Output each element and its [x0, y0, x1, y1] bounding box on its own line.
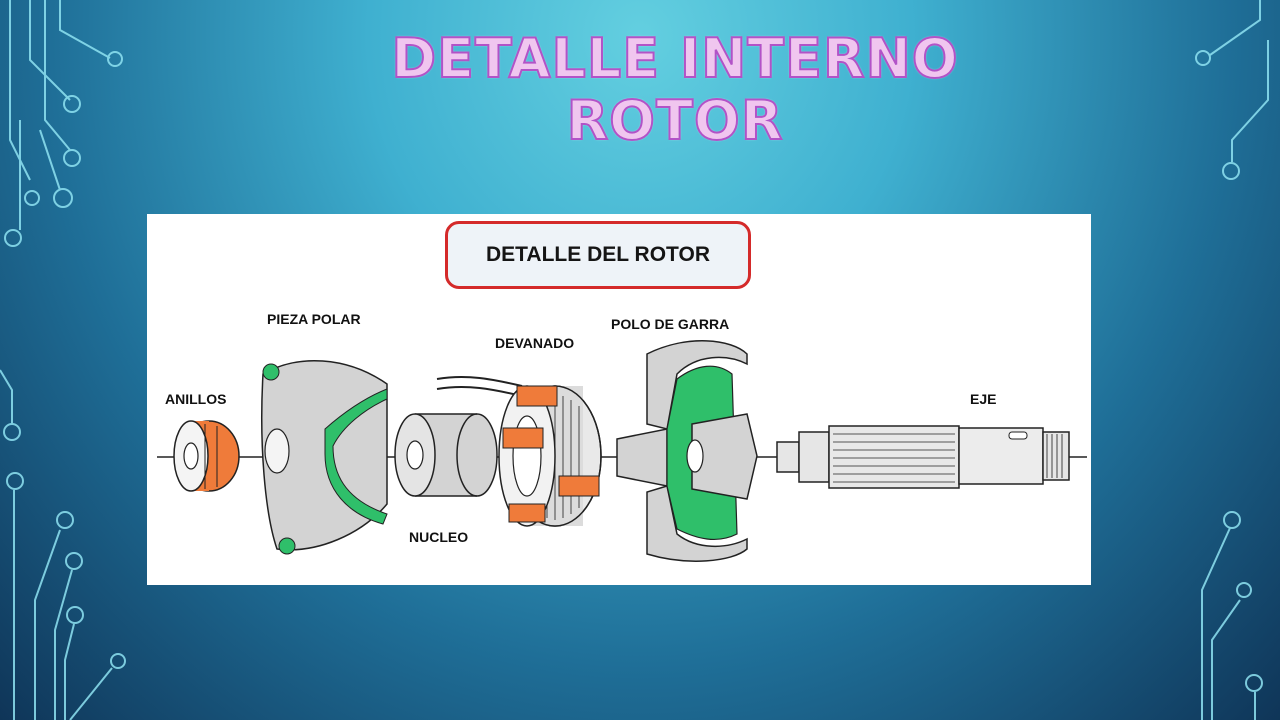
rotor-diagram: DETALLE DEL ROTOR ANILLOS PIEZA POLAR NU… — [147, 214, 1091, 585]
shaft-part — [776, 425, 1070, 489]
rotor-parts-drawing — [157, 340, 1087, 562]
slide-title: DETALLE INTERNO ROTOR — [340, 27, 1010, 153]
slide-title-line2: ROTOR — [566, 89, 784, 153]
label-eje: EJE — [970, 391, 997, 407]
label-polo-de-garra: POLO DE GARRA — [611, 316, 730, 332]
label-pieza-polar: PIEZA POLAR — [267, 311, 361, 327]
label-nucleo: NUCLEO — [409, 529, 469, 545]
circuit-decoration-right — [1195, 0, 1269, 720]
label-anillos: ANILLOS — [165, 391, 227, 407]
slide-title-line1: DETALLE INTERNO — [390, 27, 959, 91]
pole-piece-part — [261, 359, 388, 555]
slip-rings-part — [173, 420, 240, 492]
diagram-heading: DETALLE DEL ROTOR — [445, 221, 751, 289]
winding-part — [436, 375, 602, 527]
circuit-decoration-left — [0, 0, 126, 720]
claw-pole-part — [616, 340, 758, 562]
label-devanado: DEVANADO — [495, 335, 575, 351]
core-part — [394, 413, 498, 497]
